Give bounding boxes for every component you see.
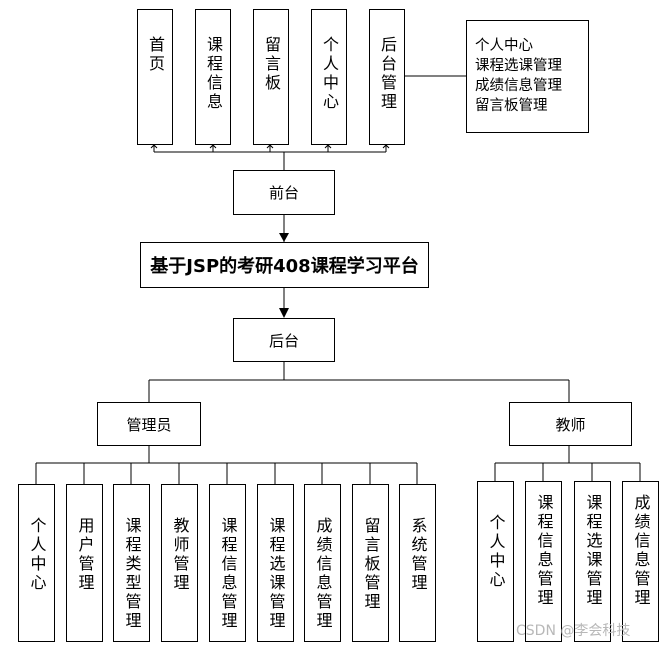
teacher-module-course-info-manage: 课程信息管理 xyxy=(525,481,562,642)
admin-module-system-manage: 系统管理 xyxy=(399,484,436,642)
note-item: 留言板管理 xyxy=(475,98,548,114)
front-module-message-board-label: 留言板 xyxy=(262,36,281,93)
frontend-label: 前台 xyxy=(268,184,299,202)
admin-module-teacher-manage: 教师管理 xyxy=(161,484,198,642)
teacher-module-grade-info-manage: 成绩信息管理 xyxy=(622,481,659,642)
teacher-module-label: 个人中心 xyxy=(486,514,506,590)
admin-label: 管理员 xyxy=(126,415,172,434)
admin-module-label: 系统管理 xyxy=(408,517,428,593)
teacher-label: 教师 xyxy=(555,415,586,434)
front-module-backend-manage-label: 后台管理 xyxy=(378,36,397,112)
backend-label: 后台 xyxy=(268,331,299,350)
admin-module-label: 课程信息管理 xyxy=(218,517,238,631)
admin-module-label: 课程选课管理 xyxy=(266,517,286,631)
note-item: 成绩信息管理 xyxy=(475,78,562,94)
admin-module-label: 用户管理 xyxy=(75,517,95,593)
teacher-module-label: 成绩信息管理 xyxy=(631,494,651,608)
admin-module-label: 教师管理 xyxy=(170,517,190,593)
admin-module-course-info-manage: 课程信息管理 xyxy=(209,484,246,642)
teacher-module-course-selection-manage: 课程选课管理 xyxy=(574,481,611,642)
admin-module-user-manage: 用户管理 xyxy=(66,484,103,642)
admin-module-grade-info-manage: 成绩信息管理 xyxy=(304,484,341,642)
system-title: 基于JSP的考研408课程学习平台 xyxy=(150,256,419,277)
teacher-node: 教师 xyxy=(509,402,632,446)
admin-module-label: 留言板管理 xyxy=(361,517,381,612)
admin-node: 管理员 xyxy=(97,402,201,446)
front-module-personal-center: 个人中心 xyxy=(311,9,347,145)
admin-module-label: 课程类型管理 xyxy=(122,517,142,631)
front-module-home-label: 首页 xyxy=(146,36,165,74)
note-item: 个人中心 xyxy=(475,38,533,54)
admin-module-course-selection-manage: 课程选课管理 xyxy=(257,484,294,642)
front-module-home: 首页 xyxy=(137,9,173,145)
teacher-module-label: 课程信息管理 xyxy=(534,494,554,608)
admin-module-label: 成绩信息管理 xyxy=(313,517,333,631)
system-title-node: 基于JSP的考研408课程学习平台 xyxy=(140,242,429,288)
admin-module-personal-center: 个人中心 xyxy=(18,484,55,642)
front-module-course-info: 课程信息 xyxy=(195,9,231,145)
watermark: CSDN @李会科技 xyxy=(516,623,631,639)
backend-node: 后台 xyxy=(233,318,335,362)
teacher-module-personal-center: 个人中心 xyxy=(477,481,514,642)
front-module-course-info-label: 课程信息 xyxy=(204,36,223,112)
front-module-personal-center-label: 个人中心 xyxy=(320,36,339,112)
front-module-backend-manage: 后台管理 xyxy=(369,9,405,145)
backend-manage-note: 个人中心 课程选课管理 成绩信息管理 留言板管理 xyxy=(466,20,589,133)
admin-module-message-board-manage: 留言板管理 xyxy=(352,484,389,642)
teacher-module-label: 课程选课管理 xyxy=(583,494,603,608)
note-item: 课程选课管理 xyxy=(475,58,562,74)
admin-module-course-type-manage: 课程类型管理 xyxy=(113,484,150,642)
front-module-message-board: 留言板 xyxy=(253,9,289,145)
admin-module-label: 个人中心 xyxy=(27,517,47,593)
frontend-node: 前台 xyxy=(233,170,335,215)
